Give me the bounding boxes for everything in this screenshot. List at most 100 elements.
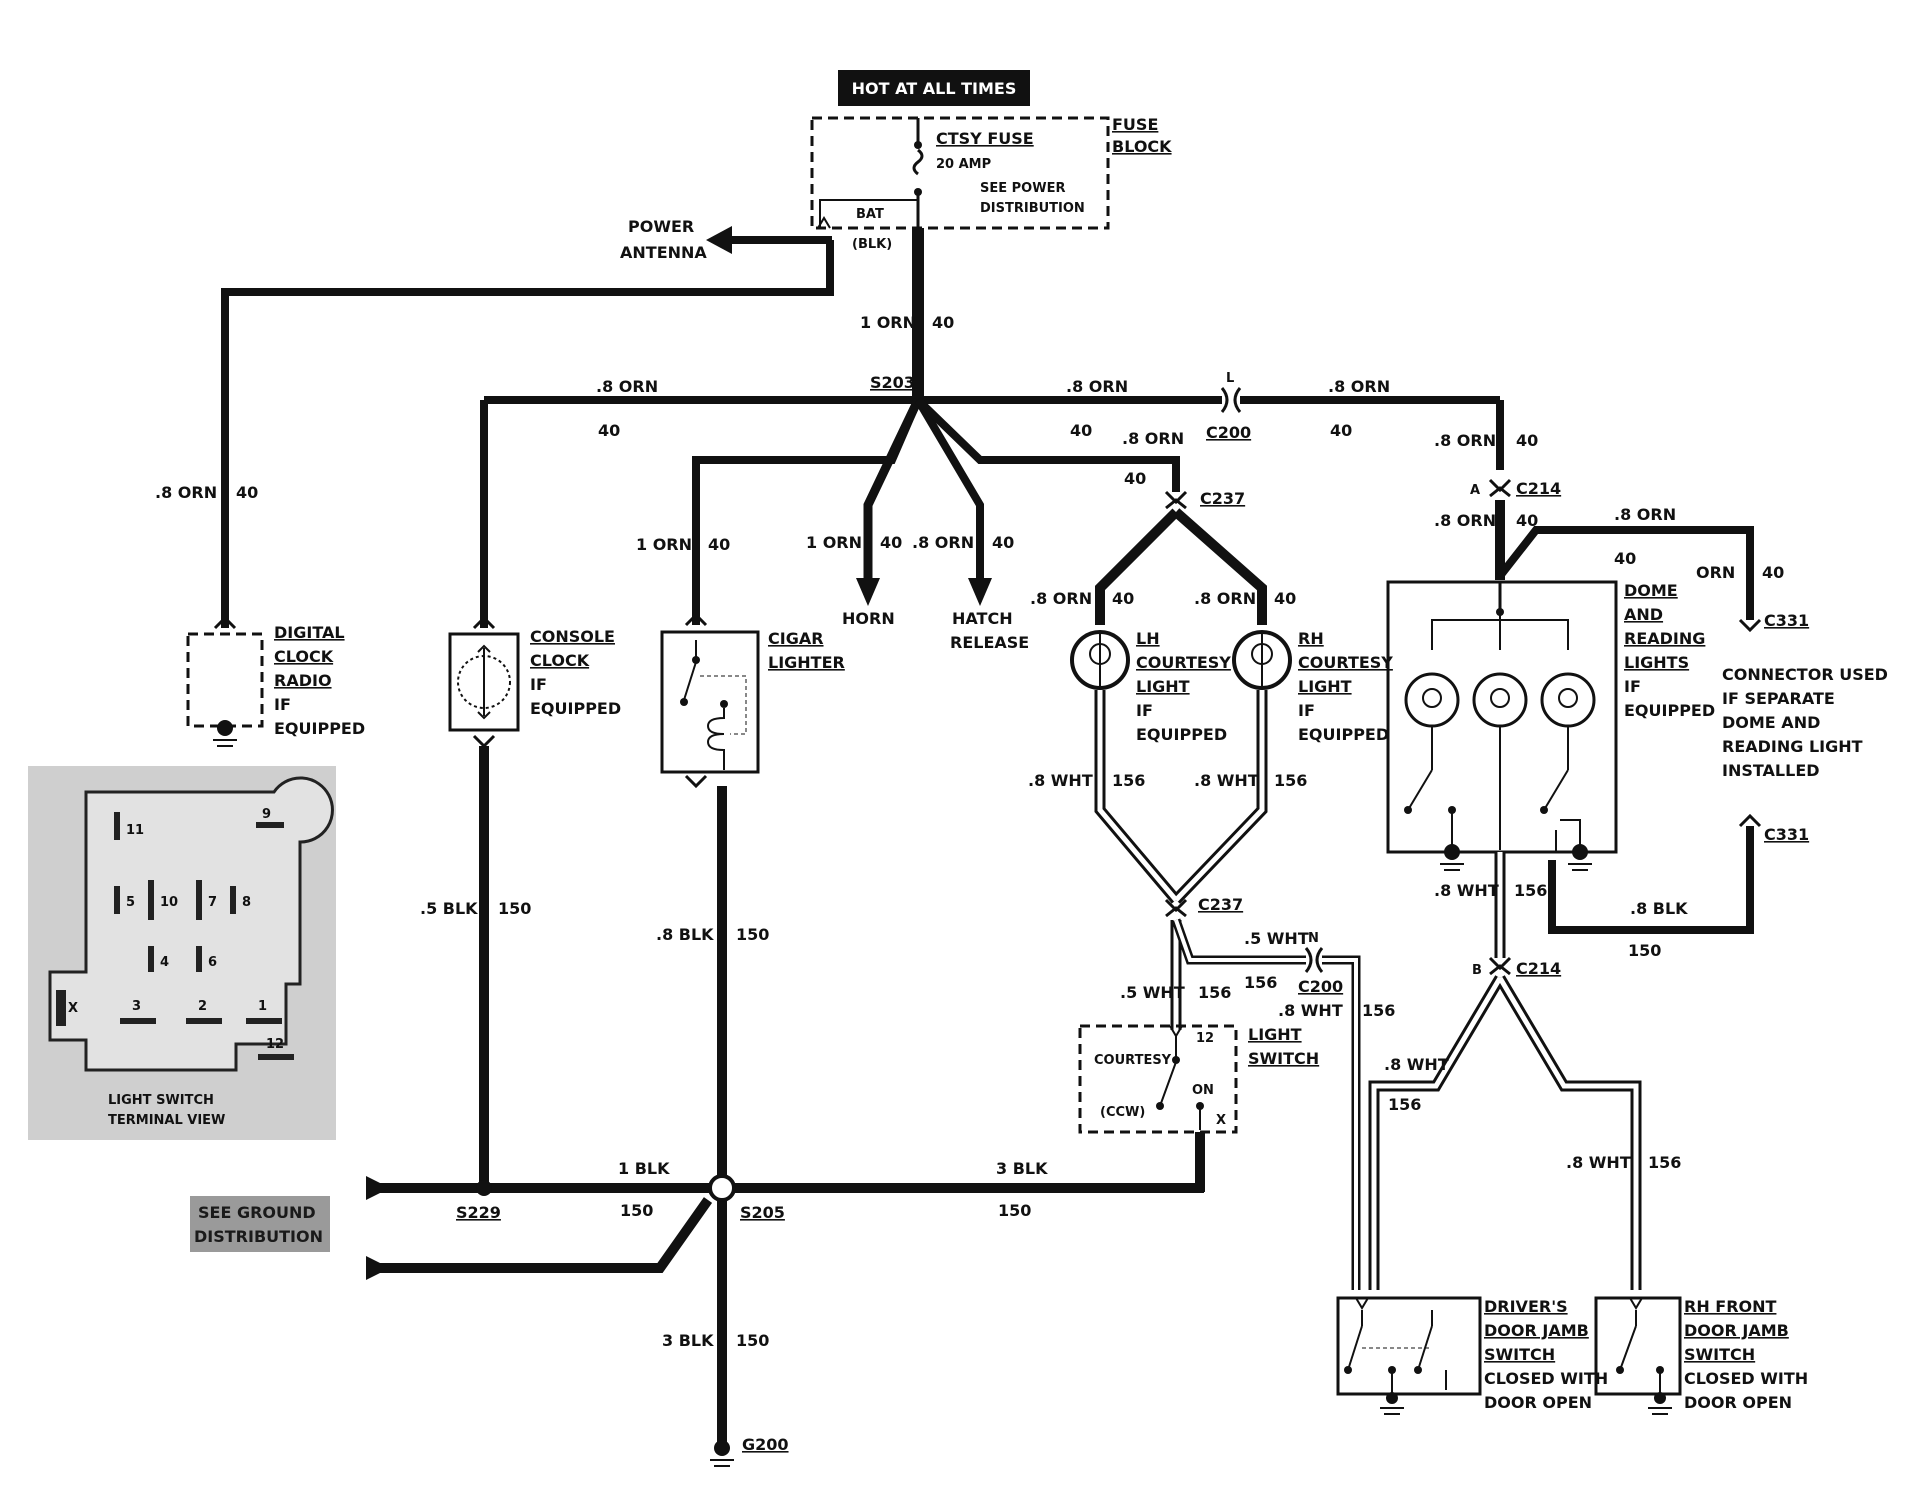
gb-size-1: 1 BLK	[618, 1159, 670, 1178]
console-clock-face	[457, 644, 511, 720]
ls-wire-size: .5 WHT	[1120, 983, 1185, 1002]
connector-c237-bottom	[1164, 898, 1188, 918]
pin-9: 9	[262, 807, 271, 822]
ls-pin-12: 12	[1196, 1031, 1214, 1046]
c331-feed-size: .8 ORN	[1614, 505, 1676, 524]
c214-b: B	[1472, 963, 1482, 978]
c200-to-drivers-jamb	[1322, 955, 1361, 1290]
c214-bottom-label: C214	[1516, 959, 1561, 978]
g200-ground	[710, 1440, 734, 1467]
banner-text: HOT AT ALL TIMES	[852, 79, 1017, 98]
rh-jamb-l5: DOOR OPEN	[1684, 1393, 1792, 1412]
lh-courtesy-l3: LIGHT	[1136, 677, 1190, 696]
pin-7: 7	[208, 895, 217, 910]
dome-feed-circ: 40	[1516, 431, 1538, 450]
hot-at-all-times-banner	[838, 70, 1030, 106]
digital-clock-ground	[213, 720, 237, 747]
gb-circ-1: 150	[620, 1201, 653, 1220]
cigar-feed-circ: 40	[708, 535, 730, 554]
lh-courtesy-lamp	[1070, 630, 1130, 690]
splice-s205-dot	[708, 1174, 736, 1202]
main-feed-size: 1 ORN	[860, 313, 916, 332]
c331-feed-circ: 40	[1614, 549, 1636, 568]
cigar-lighter-element	[680, 640, 747, 770]
rh-courtesy-l1: RH	[1298, 629, 1324, 648]
c331-feed	[1496, 526, 1754, 620]
ls-courtesy: COURTESY	[1094, 1053, 1172, 1068]
wire-digital-clock-circuit: 40	[236, 483, 258, 502]
dcr-l1: DIGITAL	[274, 623, 345, 642]
drivers-jamb-l3: SWITCH	[1484, 1345, 1555, 1364]
hatch-arrow	[968, 578, 992, 606]
see-power-2: DISTRIBUTION	[980, 201, 1085, 216]
pin-2: 2	[198, 999, 207, 1014]
ls-wire-circ: 156	[1198, 983, 1231, 1002]
g200-wire-circ: 150	[736, 1331, 769, 1350]
ctsy-fuse-label: CTSY FUSE	[936, 129, 1034, 148]
c200-top-label: C200	[1206, 423, 1251, 442]
connector-note-4: READING LIGHT	[1722, 737, 1863, 756]
drivers-jamb-l4: CLOSED WITH	[1484, 1369, 1608, 1388]
splice-s229-dot	[476, 1180, 492, 1196]
pin-12: 12	[266, 1037, 284, 1052]
c237-to-c200	[1171, 918, 1306, 965]
dome-feed2-circ: 40	[1516, 511, 1538, 530]
rh-courtesy-lamp	[1232, 630, 1292, 690]
dj-wire-size: .8 WHT	[1278, 1001, 1343, 1020]
ctsy-fuse	[912, 118, 924, 228]
terminal-caption-2: TERMINAL VIEW	[108, 1113, 225, 1128]
drivers-jamb-l2: DOOR JAMB	[1484, 1321, 1589, 1340]
fuse-block-label-1: FUSE	[1112, 115, 1158, 134]
light-switch-box	[1078, 1024, 1238, 1134]
wire-digital-clock-size: .8 ORN	[155, 483, 217, 502]
pin-1: 1	[258, 999, 267, 1014]
ground-bus-arrow-1	[366, 1176, 390, 1200]
c214-top-label: C214	[1516, 479, 1561, 498]
dj2-circ: 156	[1388, 1095, 1421, 1114]
lh-feed-circ: 40	[1112, 589, 1134, 608]
hatch-label-2: RELEASE	[950, 633, 1029, 652]
power-antenna-arrow	[706, 226, 732, 254]
cl-l2: LIGHTER	[768, 653, 845, 672]
pin-8: 8	[242, 895, 251, 910]
console-clock-box	[448, 632, 520, 732]
c200-l: L	[1226, 371, 1234, 386]
lh-ret-size: .8 WHT	[1028, 771, 1093, 790]
digital-clock-radio-box	[186, 632, 264, 728]
c331-ground-wire	[1548, 826, 1754, 934]
cl-l1: CIGAR	[768, 629, 824, 648]
light-switch-l1: LIGHT	[1248, 1025, 1302, 1044]
cl-gnd-size: .8 BLK	[656, 925, 714, 944]
hatch-label-1: HATCH	[952, 609, 1013, 628]
cl-gnd-circ: 150	[736, 925, 769, 944]
lh-courtesy-l1: LH	[1136, 629, 1160, 648]
connector-c331-bottom	[1738, 813, 1762, 828]
rh-ret-size: .8 WHT	[1194, 771, 1259, 790]
terminal-outline	[48, 776, 334, 1072]
connector-c200-bottom	[1304, 947, 1324, 973]
rh-courtesy-l3: LIGHT	[1298, 677, 1352, 696]
ls-x: X	[1216, 1113, 1226, 1128]
connector-note-3: DOME AND	[1722, 713, 1820, 732]
dj-wire-circ: 156	[1362, 1001, 1395, 1020]
ls-ccw: (CCW)	[1100, 1105, 1145, 1120]
trunk-r-circ: 40	[1070, 421, 1092, 440]
dome-l4: LIGHTS	[1624, 653, 1689, 672]
drivers-jamb-l1: DRIVER'S	[1484, 1297, 1568, 1316]
see-ground-distribution	[190, 1196, 330, 1252]
c237-bottom-label: C237	[1198, 895, 1243, 914]
dome-l2: AND	[1624, 605, 1663, 624]
fuse-block-label-2: BLOCK	[1112, 137, 1172, 156]
cigar-feed	[692, 398, 922, 625]
connector-c237-top	[1164, 490, 1188, 510]
dome-ret-circ: 156	[1514, 881, 1547, 900]
dome-l3: READING	[1624, 629, 1705, 648]
rh-feed-size: .8 ORN	[1194, 589, 1256, 608]
c331-gnd-size: .8 BLK	[1630, 899, 1688, 918]
c200-wire-circ: 156	[1244, 973, 1277, 992]
rh-jamb-l2: DOOR JAMB	[1684, 1321, 1789, 1340]
dcr-l5: EQUIPPED	[274, 719, 365, 738]
horn-feed-size: 1 ORN	[806, 533, 862, 552]
cc-l2: CLOCK	[530, 651, 590, 670]
